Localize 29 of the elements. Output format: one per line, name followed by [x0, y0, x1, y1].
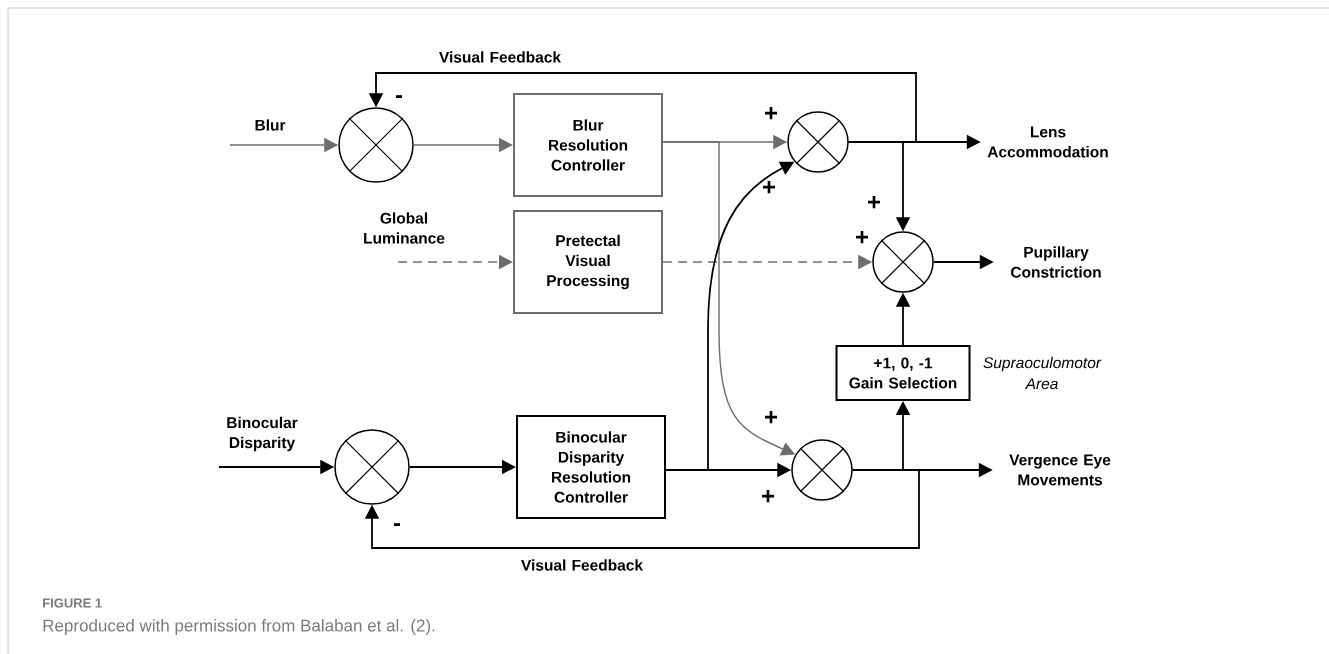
sign-label: + [763, 180, 776, 194]
process-box: Blur Resolution Controller [513, 93, 663, 197]
summing-junction [334, 429, 410, 505]
sign-label: + [762, 490, 775, 503]
edge-label: Visual Feedback [439, 51, 562, 63]
sign-label: + [765, 411, 778, 424]
output-label: Vergence Eye Movements [1009, 454, 1111, 486]
edge-label: Binocular Disparity [227, 416, 298, 452]
process-box: Binocular Disparity Resolution Controller [516, 415, 666, 519]
summing-junction [791, 439, 853, 501]
area-label: Supraoculomotor Area [983, 356, 1102, 390]
sign-label: - [393, 523, 401, 527]
summing-junction [872, 231, 934, 293]
sign-label: - [395, 95, 403, 99]
sign-label: + [765, 106, 778, 120]
sign-label: + [868, 195, 881, 209]
edge-label: Visual Feedback [521, 559, 644, 571]
edge-label: Global Luminance [364, 212, 445, 244]
caption: Reproduced with permission from Balaban et al. (2). [43, 619, 435, 635]
output-label: Lens Accommodation [987, 126, 1108, 158]
sign-label: + [856, 230, 869, 244]
process-box: Pretectal Visual Processing [513, 210, 663, 314]
summing-junction [338, 107, 414, 183]
figure-number: FIGURE 1 [43, 598, 102, 608]
process-box: +1, 0, -1 Gain Selection [835, 345, 971, 401]
output-label: Pupillary Constriction [1011, 246, 1101, 278]
arrow [364, 469, 920, 549]
summing-junction [787, 111, 849, 173]
edge-label: Blur [255, 119, 286, 131]
